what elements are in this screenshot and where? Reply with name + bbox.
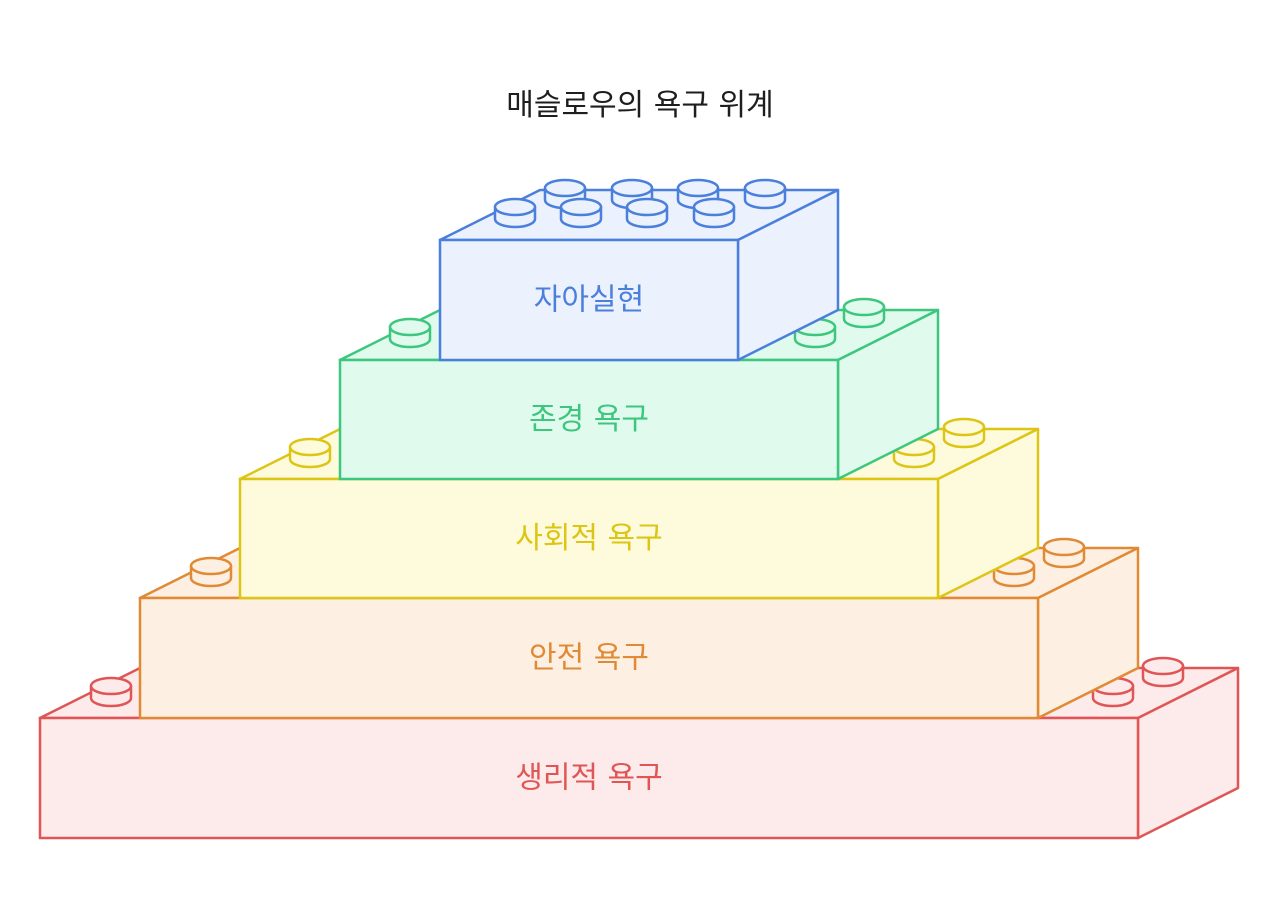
stud-top <box>493 197 537 217</box>
stud-top <box>559 197 603 217</box>
brick-stud <box>493 197 537 229</box>
brick-self-actualization: 자아실현 <box>438 178 840 362</box>
stud-top <box>1042 537 1086 557</box>
brick-stud <box>189 556 233 588</box>
brick-stud <box>1141 656 1185 688</box>
brick-stud <box>288 437 332 469</box>
brick-stud <box>543 178 587 210</box>
brick-stud <box>692 197 736 229</box>
brick-label: 자아실현 <box>534 283 644 318</box>
stud-top <box>692 197 736 217</box>
brick-label: 생리적 욕구 <box>515 761 663 796</box>
stud-top <box>189 556 233 576</box>
brick-stud <box>559 197 603 229</box>
stud-top <box>842 297 886 317</box>
brick-stud <box>625 197 669 229</box>
brick-front-face <box>338 358 840 481</box>
stud-top <box>288 437 332 457</box>
brick-label: 안전 욕구 <box>529 641 649 676</box>
brick-front-face <box>138 596 1040 720</box>
stud-top <box>89 676 133 696</box>
brick-front-face <box>438 238 740 362</box>
brick-label: 사회적 욕구 <box>515 521 663 556</box>
stud-top <box>743 178 787 198</box>
diagram-title: 매슬로우의 욕구 위계 <box>506 88 774 123</box>
stud-top <box>1141 656 1185 676</box>
brick-stud <box>89 676 133 708</box>
stud-top <box>625 197 669 217</box>
stud-top <box>676 178 720 198</box>
brick-label: 존경 욕구 <box>529 402 649 437</box>
brick-stud <box>388 317 432 349</box>
brick-stud <box>942 417 986 449</box>
stud-top <box>610 178 654 198</box>
brick-stud <box>842 297 886 329</box>
stud-top <box>543 178 587 198</box>
brick-stud <box>1042 537 1086 569</box>
brick-front-face <box>238 477 940 600</box>
brick-front-face <box>38 716 1140 840</box>
brick-stud <box>743 178 787 210</box>
stud-top <box>942 417 986 437</box>
stud-top <box>388 317 432 337</box>
